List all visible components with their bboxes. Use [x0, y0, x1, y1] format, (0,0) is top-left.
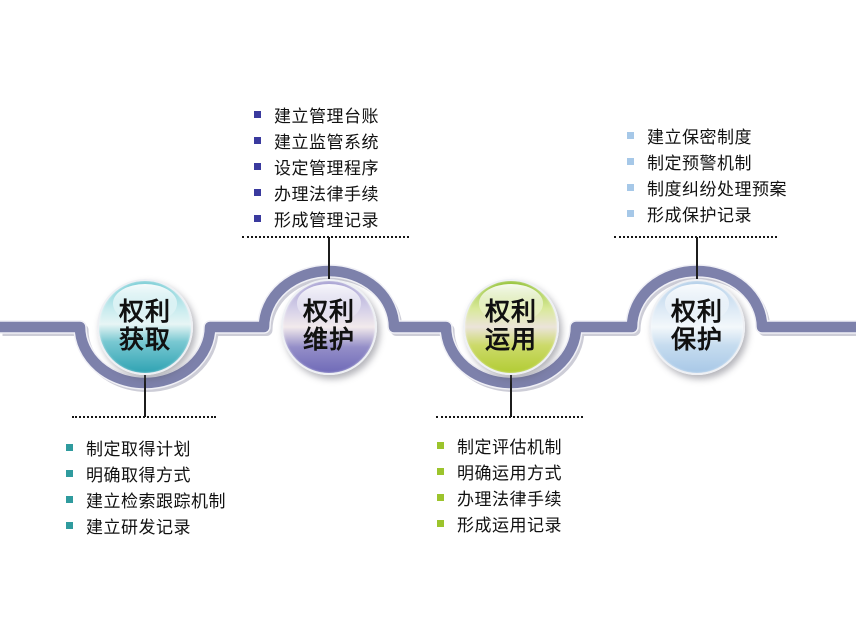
- node-title-line1: 权利: [670, 299, 723, 326]
- list-item: 制定评估机制: [437, 432, 562, 458]
- list-item: 办理法律手续: [437, 484, 562, 510]
- list-item: 制定取得计划: [66, 434, 226, 460]
- list-item: 建立保密制度: [627, 122, 787, 148]
- list-item: 形成运用记录: [437, 510, 562, 536]
- list-item: 形成管理记录: [254, 205, 379, 231]
- node-title-acquire: 权利 获取: [119, 299, 171, 355]
- list-apply: 制定评估机制 明确运用方式 办理法律手续 形成运用记录: [437, 432, 562, 536]
- node-title-apply: 权利 运用: [485, 299, 537, 355]
- list-item: 建立检索跟踪机制: [66, 486, 226, 512]
- connector-acquire: [144, 372, 146, 417]
- list-item: 办理法律手续: [254, 179, 379, 205]
- dotline-acquire: [72, 416, 216, 418]
- node-title-line2: 运用: [484, 327, 537, 354]
- connector-protect: [696, 237, 698, 282]
- dotline-maintain: [242, 236, 409, 238]
- dotline-apply: [436, 416, 583, 418]
- node-circle-maintain: 权利 维护: [281, 279, 377, 375]
- node-title-line1: 权利: [484, 299, 537, 326]
- dotline-protect: [614, 236, 777, 238]
- node-title-line1: 权利: [302, 299, 355, 326]
- connector-apply: [510, 372, 512, 417]
- list-item: 建立研发记录: [66, 512, 226, 538]
- list-item: 明确运用方式: [437, 458, 562, 484]
- list-maintain: 建立管理台账 建立监管系统 设定管理程序 办理法律手续 形成管理记录: [254, 101, 379, 231]
- node-circle-protect: 权利 保护: [649, 279, 745, 375]
- connector-maintain: [328, 237, 330, 282]
- node-title-protect: 权利 保护: [671, 299, 723, 355]
- list-item: 建立管理台账: [254, 101, 379, 127]
- list-protect: 建立保密制度 制定预警机制 制度纠纷处理预案 形成保护记录: [627, 122, 787, 226]
- node-title-line2: 保护: [670, 327, 723, 354]
- node-title-line2: 维护: [302, 327, 355, 354]
- list-item: 建立监管系统: [254, 127, 379, 153]
- node-title-line2: 获取: [118, 327, 171, 354]
- node-circle-apply: 权利 运用: [463, 279, 559, 375]
- list-item: 明确取得方式: [66, 460, 226, 486]
- list-acquire: 制定取得计划 明确取得方式 建立检索跟踪机制 建立研发记录: [66, 434, 226, 538]
- list-item: 形成保护记录: [627, 200, 787, 226]
- list-item: 制定预警机制: [627, 148, 787, 174]
- node-circle-acquire: 权利 获取: [97, 279, 193, 375]
- node-title-maintain: 权利 维护: [303, 299, 355, 355]
- ribbon-bar: [0, 265, 856, 389]
- node-title-line1: 权利: [118, 299, 171, 326]
- list-item: 设定管理程序: [254, 153, 379, 179]
- list-item: 制度纠纷处理预案: [627, 174, 787, 200]
